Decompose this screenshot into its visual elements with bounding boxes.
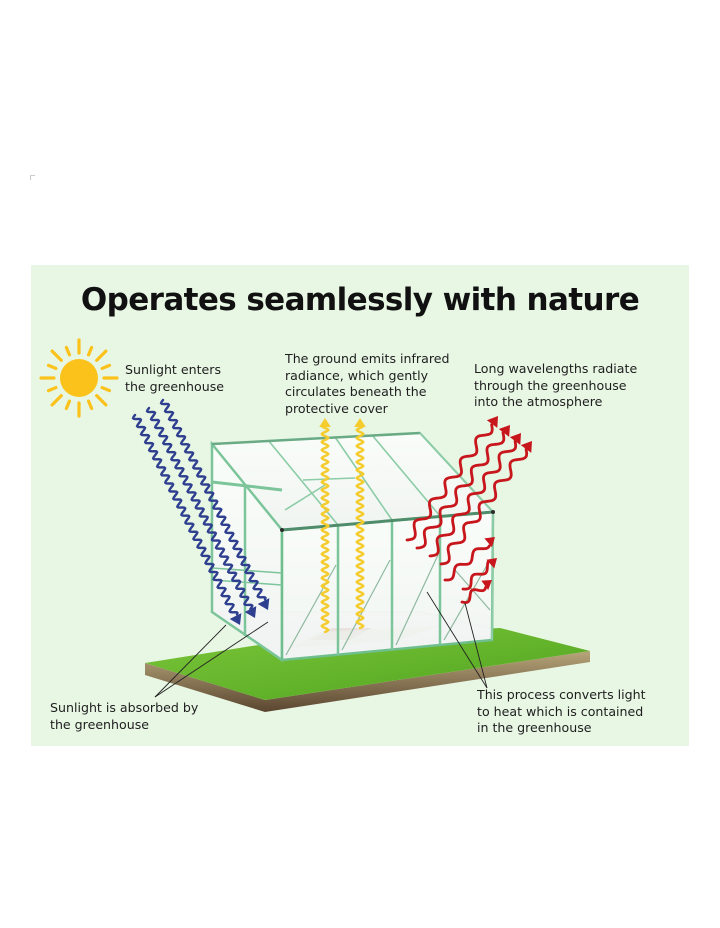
corner-mark [30,175,35,180]
label-ground-emits: The ground emits infrared radiance, whic… [285,351,450,416]
grass-ground [145,628,590,712]
label-long-wavelengths: Long wavelengths radiate through the gre… [474,361,638,409]
page-title: Operates seamlessly with nature [80,282,640,318]
sun-icon [39,338,119,418]
label-process-converts: This process converts light to heat whic… [477,687,646,735]
yellow-infrared-wave-arrows [319,418,366,634]
blue-sunlight-wave-arrows [131,398,270,625]
leader-lines [154,591,488,698]
label-sunlight-enters: Sunlight enters the greenhouse [125,362,225,394]
label-sunlight-absorbed: Sunlight is absorbed by the greenhouse [50,700,199,732]
greenhouse [209,431,496,663]
red-long-wavelength-arrows [405,416,532,604]
